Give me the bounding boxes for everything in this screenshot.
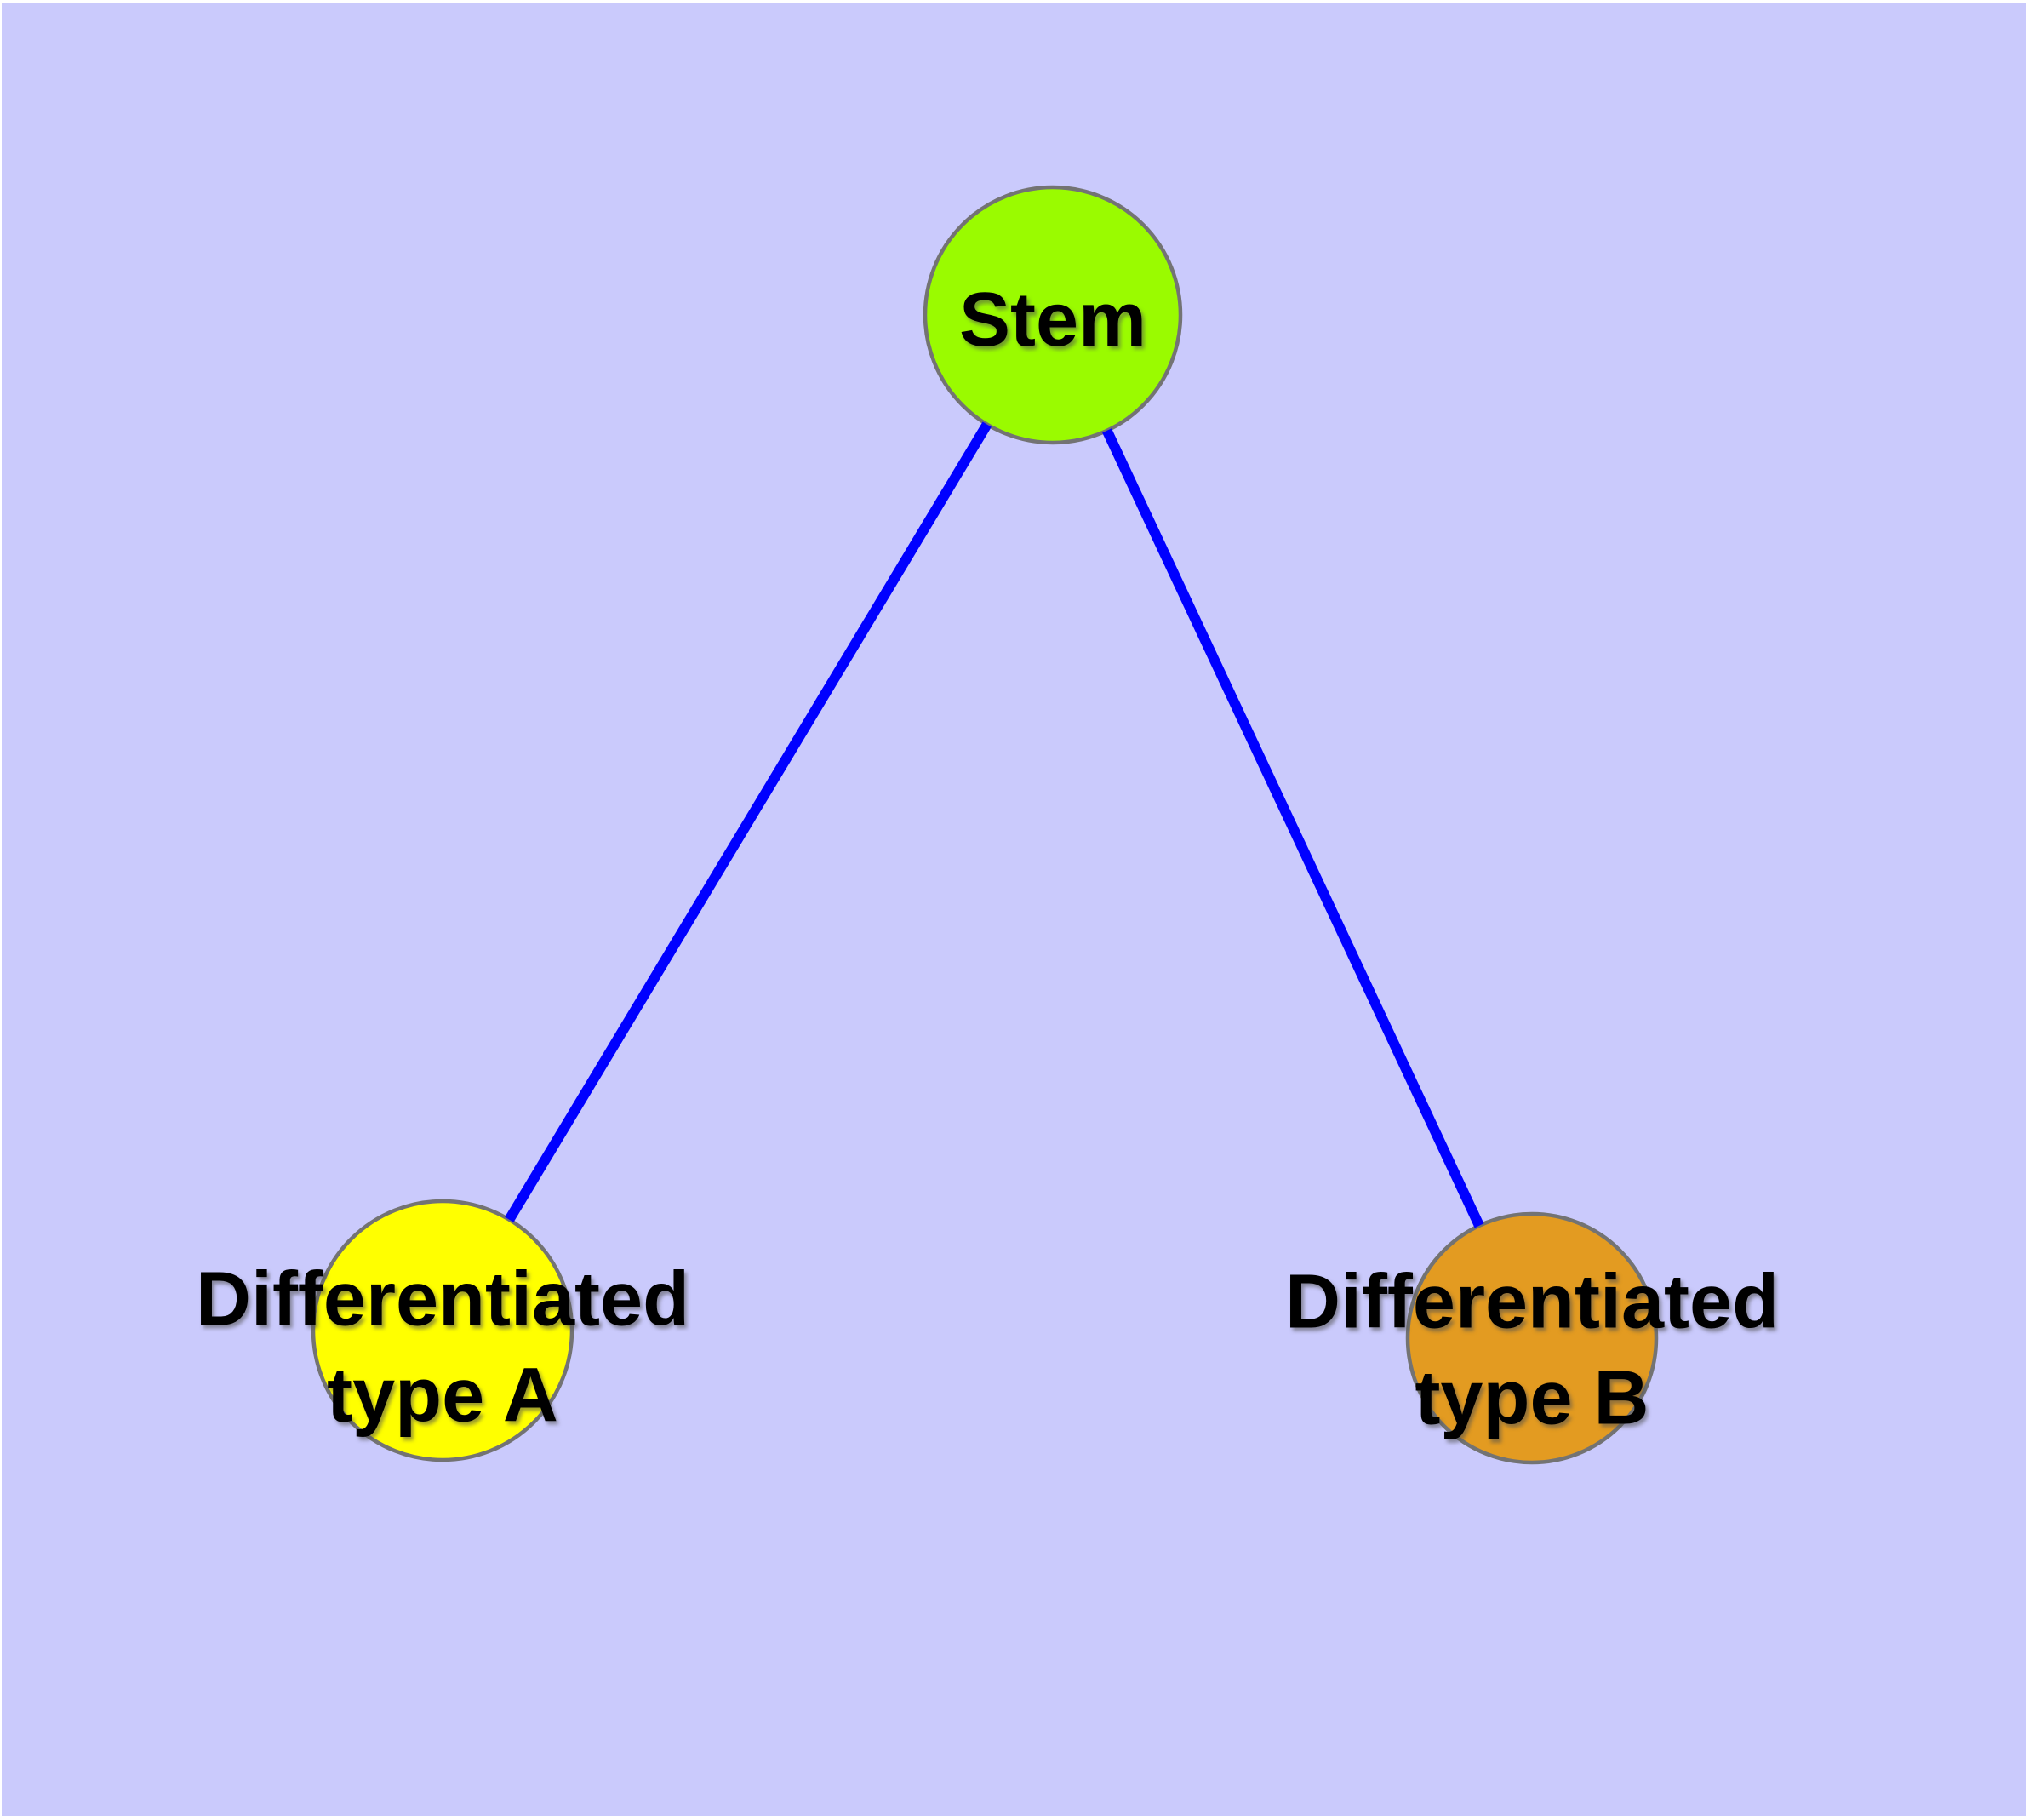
node-type-b-circle: [1405, 1211, 1659, 1465]
node-stem-circle: [923, 185, 1183, 445]
edge-stem-type-a: [505, 421, 992, 1222]
node-type-a-circle: [311, 1199, 574, 1462]
edge-stem-type-b: [1102, 428, 1484, 1228]
